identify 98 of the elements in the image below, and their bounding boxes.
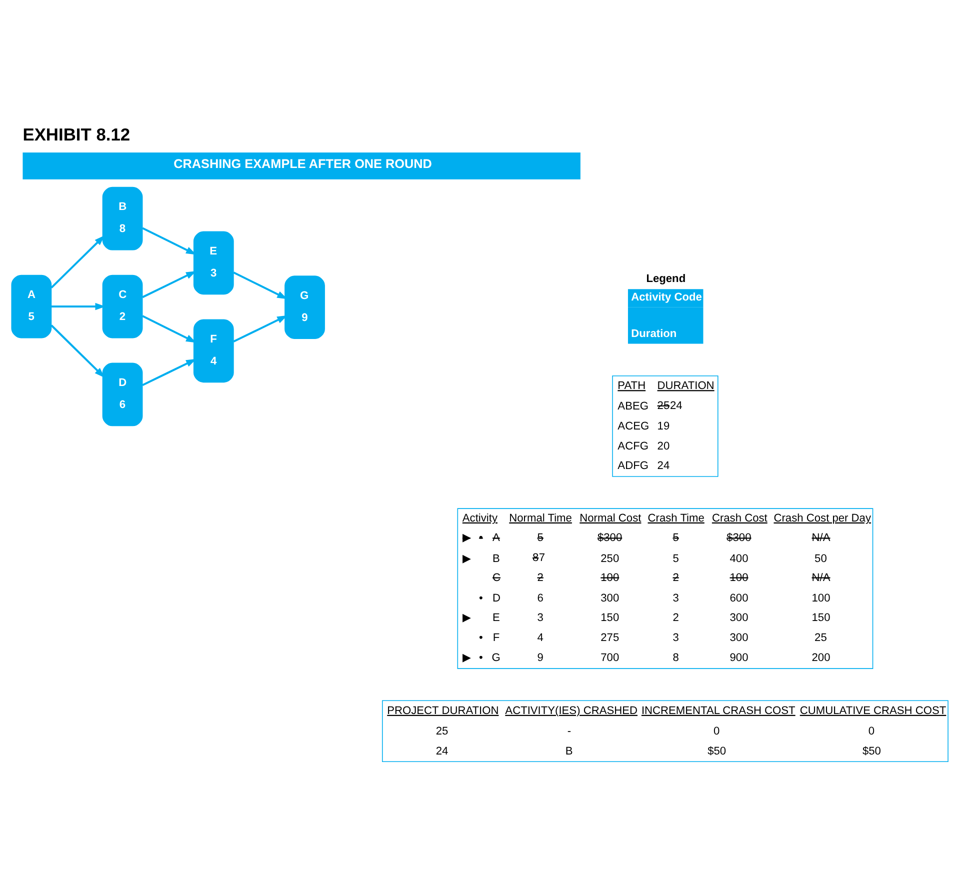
arrow [233, 271, 288, 299]
label: 9 [537, 651, 544, 664]
label: ▶ [462, 651, 470, 664]
node-box: F 4 [193, 318, 234, 382]
label: ADFG [618, 460, 648, 472]
label: 300 [600, 592, 620, 604]
label: • [479, 592, 483, 604]
label: A [492, 532, 500, 544]
label: $50 [862, 744, 881, 757]
label: B [492, 552, 500, 564]
label: 150 [812, 612, 830, 624]
label: 5 [672, 552, 679, 564]
label: 2 [537, 571, 544, 584]
label: 7 [538, 551, 546, 564]
label: 100 [600, 571, 620, 584]
label: 5 [672, 532, 679, 544]
label: Crash Cost per Day [774, 512, 872, 524]
arrow [142, 358, 196, 386]
node-label: Legend [646, 272, 686, 285]
label: E [492, 612, 500, 624]
label: 250 [600, 552, 620, 564]
label: B [565, 744, 573, 757]
label: 24 [657, 460, 670, 472]
label: 25 [814, 632, 827, 644]
arrow [142, 270, 196, 298]
label: N/A [812, 571, 830, 584]
label: 24 [436, 744, 448, 757]
node-box: G 9 [284, 275, 325, 338]
label: 200 [812, 651, 830, 664]
label: 100 [730, 571, 748, 584]
label: PATH [618, 380, 646, 392]
label: - [567, 724, 572, 737]
label: • [479, 532, 483, 544]
label: 3 [672, 632, 679, 644]
label: Normal Cost [580, 512, 642, 524]
caption: CRASHING EXAMPLE AFTER ONE ROUND [174, 156, 432, 171]
node-box: E 3 [193, 230, 234, 294]
label: PROJECT DURATION [387, 704, 499, 716]
label: $300 [597, 532, 622, 544]
label: 3 [672, 592, 679, 604]
label: 50 [814, 552, 827, 564]
node-box: A 5 [11, 274, 52, 338]
label: 700 [600, 651, 620, 664]
node-box: D 6 [102, 362, 143, 426]
node-box: B 8 [102, 186, 143, 250]
label: 300 [730, 612, 748, 624]
label: ACTIVITY(IES) CRASHED [505, 704, 638, 716]
label: D [492, 592, 501, 604]
label: 8 [672, 651, 679, 664]
label: 24 [670, 399, 682, 412]
label: 4 [537, 632, 544, 644]
diagram-title: EXHIBIT 8.12 [22, 124, 130, 144]
label: ▶ [462, 552, 470, 564]
arrow [50, 324, 105, 378]
label: Normal Time [509, 512, 572, 524]
label: 300 [730, 632, 748, 644]
arrow [142, 314, 196, 342]
label: 900 [730, 651, 748, 664]
label: 19 [657, 420, 670, 432]
label: ACFG [618, 440, 648, 452]
label: • [479, 651, 483, 664]
label: 20 [657, 440, 670, 452]
label: ACEG [618, 420, 650, 432]
label: 0 [714, 724, 720, 737]
label: ▶ [462, 612, 470, 624]
label: G [492, 651, 500, 664]
label: 3 [537, 612, 544, 624]
arrow [50, 234, 105, 288]
label: 6 [537, 592, 544, 604]
label: Crash Time [648, 512, 704, 524]
label: ▶ [462, 532, 470, 544]
label: CUMULATIVE CRASH COST [800, 704, 946, 716]
label: 8 [532, 551, 539, 564]
label: 2 [672, 571, 679, 584]
label: 5 [537, 532, 544, 544]
label: $300 [726, 532, 752, 544]
label: 2 [672, 612, 679, 624]
node-box: C 2 [102, 274, 143, 338]
label: 25 [657, 399, 670, 412]
label: 275 [600, 632, 620, 644]
label: Crash Cost [712, 512, 768, 524]
label: $50 [708, 744, 726, 757]
arrow [142, 226, 196, 254]
label: F [492, 632, 500, 644]
label: N/A [812, 532, 830, 544]
arrow [233, 314, 288, 342]
label: DURATION [657, 380, 714, 392]
label: 400 [730, 552, 748, 564]
label: 25 [436, 724, 448, 737]
label: ABEG [618, 400, 648, 412]
label: • [479, 632, 483, 644]
label: 0 [868, 724, 875, 737]
label: Activity [462, 512, 498, 524]
label: 150 [600, 612, 620, 624]
label: 600 [730, 592, 748, 604]
label: C [492, 571, 501, 584]
label: 100 [812, 592, 830, 604]
label: INCREMENTAL CRASH COST [641, 704, 796, 716]
